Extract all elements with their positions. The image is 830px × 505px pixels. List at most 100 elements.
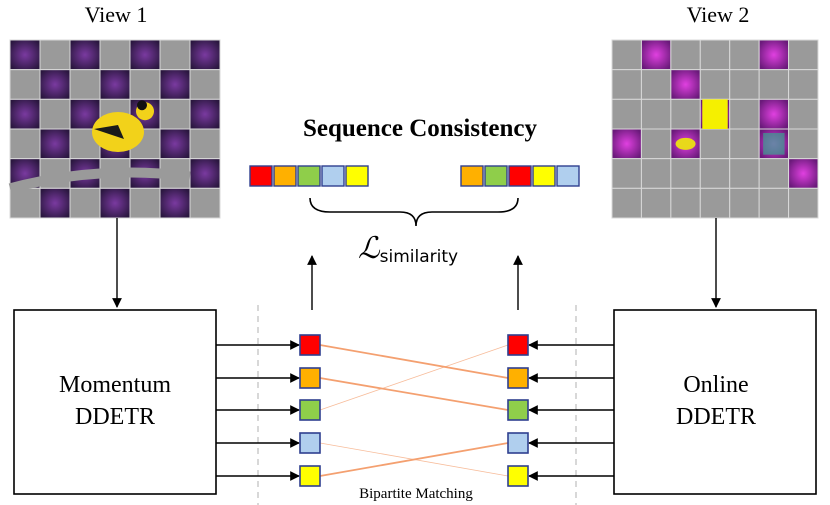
sequence-right xyxy=(460,165,580,187)
sequence-cell-orange xyxy=(460,165,484,187)
masked-patch xyxy=(640,158,672,189)
masked-patch xyxy=(99,39,131,71)
masked-patch xyxy=(758,187,790,219)
image-patch xyxy=(758,98,790,130)
right-query-green xyxy=(507,399,529,421)
sequence-cell-yellow xyxy=(345,165,369,187)
masked-patch xyxy=(729,158,760,189)
right-query-orange xyxy=(507,367,529,389)
masked-patch xyxy=(699,187,731,219)
bird-fragment xyxy=(702,99,728,129)
masked-patch xyxy=(640,98,672,130)
masked-patch xyxy=(670,158,701,189)
match-line xyxy=(319,344,509,411)
masked-patch xyxy=(670,39,701,71)
online-ddetr-line1: Online xyxy=(683,372,748,398)
sequence-cell-green xyxy=(297,165,321,187)
masked-patch xyxy=(189,187,221,219)
right-queries xyxy=(507,334,529,487)
masked-patch xyxy=(189,128,221,160)
match-line xyxy=(319,442,509,477)
sequence-cell-lightblue xyxy=(556,165,580,187)
sequence-cell-lightblue xyxy=(321,165,345,187)
image-patch xyxy=(129,39,161,71)
momentum-ddetr-box xyxy=(13,309,217,495)
online-ddetr-box xyxy=(613,309,817,495)
masked-patch xyxy=(9,128,41,160)
match-line xyxy=(319,344,509,379)
masked-patch xyxy=(699,128,731,160)
masked-patch xyxy=(39,39,71,71)
right-query-red xyxy=(507,334,529,356)
image-patch xyxy=(640,39,672,71)
matching-lines xyxy=(319,344,509,477)
image-patch xyxy=(39,187,71,219)
masked-patch xyxy=(39,98,71,130)
image-patch xyxy=(39,69,71,100)
image-patch xyxy=(9,39,41,71)
image-patch xyxy=(99,187,131,219)
left-query-yellow xyxy=(299,465,321,487)
curly-brace xyxy=(309,197,519,227)
masked-patch xyxy=(9,69,41,100)
image-patch xyxy=(670,69,701,100)
masked-patch xyxy=(788,39,819,71)
right-query-lightblue xyxy=(507,432,529,454)
image-patch xyxy=(39,128,71,160)
masked-patch xyxy=(699,158,731,189)
momentum-ddetr-line2: DDETR xyxy=(75,404,155,430)
masked-patch xyxy=(729,69,760,100)
masked-patch xyxy=(729,39,760,71)
momentum-ddetr-line1: Momentum xyxy=(59,372,171,398)
right-query-yellow xyxy=(507,465,529,487)
image-patch xyxy=(69,98,101,130)
image-patch xyxy=(189,158,221,189)
masked-patch xyxy=(758,158,790,189)
masked-patch xyxy=(129,69,161,100)
masked-patch xyxy=(788,69,819,100)
query-arrows xyxy=(216,340,614,481)
left-query-red xyxy=(299,334,321,356)
masked-patch xyxy=(699,69,731,100)
online-ddetr-line2: DDETR xyxy=(676,404,756,430)
masked-patch xyxy=(611,69,642,100)
masked-patch xyxy=(670,98,701,130)
sequence-left xyxy=(249,165,369,187)
masked-patch xyxy=(788,98,819,130)
left-query-orange xyxy=(299,367,321,389)
masked-patch xyxy=(729,128,760,160)
sequence-cell-red xyxy=(249,165,273,187)
view2-label: View 2 xyxy=(687,2,750,27)
masked-patch xyxy=(611,98,642,130)
masked-patch xyxy=(670,187,701,219)
sequence-consistency-title: Sequence Consistency xyxy=(303,115,538,142)
masked-patch xyxy=(611,187,642,219)
masked-patch xyxy=(611,39,642,71)
image-patch xyxy=(611,128,642,160)
masked-patch xyxy=(9,187,41,219)
left-queries xyxy=(299,334,321,487)
masked-patch xyxy=(788,128,819,160)
loss-subscript: similarity xyxy=(380,247,458,267)
masked-patch xyxy=(69,69,101,100)
image-patch xyxy=(189,98,221,130)
left-query-green xyxy=(299,399,321,421)
bipartite-matching-label: Bipartite Matching xyxy=(359,486,473,502)
sequence-cell-red xyxy=(508,165,532,187)
match-line xyxy=(319,377,509,411)
image-patch xyxy=(159,69,191,100)
masked-patch xyxy=(729,98,760,130)
sequence-cell-yellow xyxy=(532,165,556,187)
image-patch xyxy=(758,39,790,71)
image-patch xyxy=(69,39,101,71)
image-patch xyxy=(159,187,191,219)
masked-patch xyxy=(189,69,221,100)
masked-patch xyxy=(129,187,161,219)
masked-patch xyxy=(640,128,672,160)
masked-patch xyxy=(788,187,819,219)
view1-image xyxy=(8,39,221,219)
masked-patch xyxy=(159,39,191,71)
loss-symbol: ℒ xyxy=(358,231,381,266)
image-patch xyxy=(9,98,41,130)
loss-label: ℒsimilarity xyxy=(358,231,458,267)
